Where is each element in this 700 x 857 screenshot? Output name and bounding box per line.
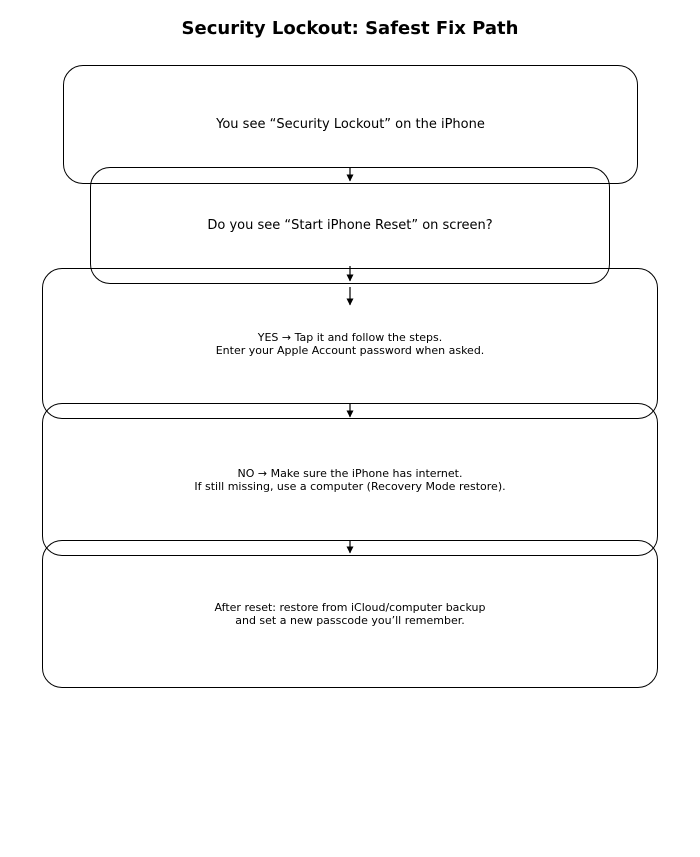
flow-node-yes-path: YES → Tap it and follow the steps. Enter… <box>42 268 658 419</box>
flow-node-start-text: You see “Security Lockout” on the iPhone <box>216 116 485 132</box>
flow-node-no-line-2: If still missing, use a computer (Recove… <box>194 479 506 493</box>
flow-node-yes-line-1: YES → Tap it and follow the steps. <box>257 330 443 344</box>
flow-node-question: Do you see “Start iPhone Reset” on scree… <box>90 167 610 284</box>
flow-node-question-text: Do you see “Start iPhone Reset” on scree… <box>207 217 493 233</box>
flow-node-after-reset: After reset: restore from iCloud/compute… <box>42 540 658 688</box>
flow-node-after-line-2: and set a new passcode you’ll remember. <box>235 614 465 627</box>
flow-node-yes-line-2: Enter your Apple Account password when a… <box>215 343 485 357</box>
flow-node-no-line-1: NO → Make sure the iPhone has internet. <box>237 466 463 480</box>
flow-node-no-path: NO → Make sure the iPhone has internet. … <box>42 403 658 556</box>
flow-node-start: You see “Security Lockout” on the iPhone <box>63 65 638 184</box>
flow-node-after-line-1: After reset: restore from iCloud/compute… <box>214 601 486 614</box>
page-title: Security Lockout: Safest Fix Path <box>181 18 519 39</box>
